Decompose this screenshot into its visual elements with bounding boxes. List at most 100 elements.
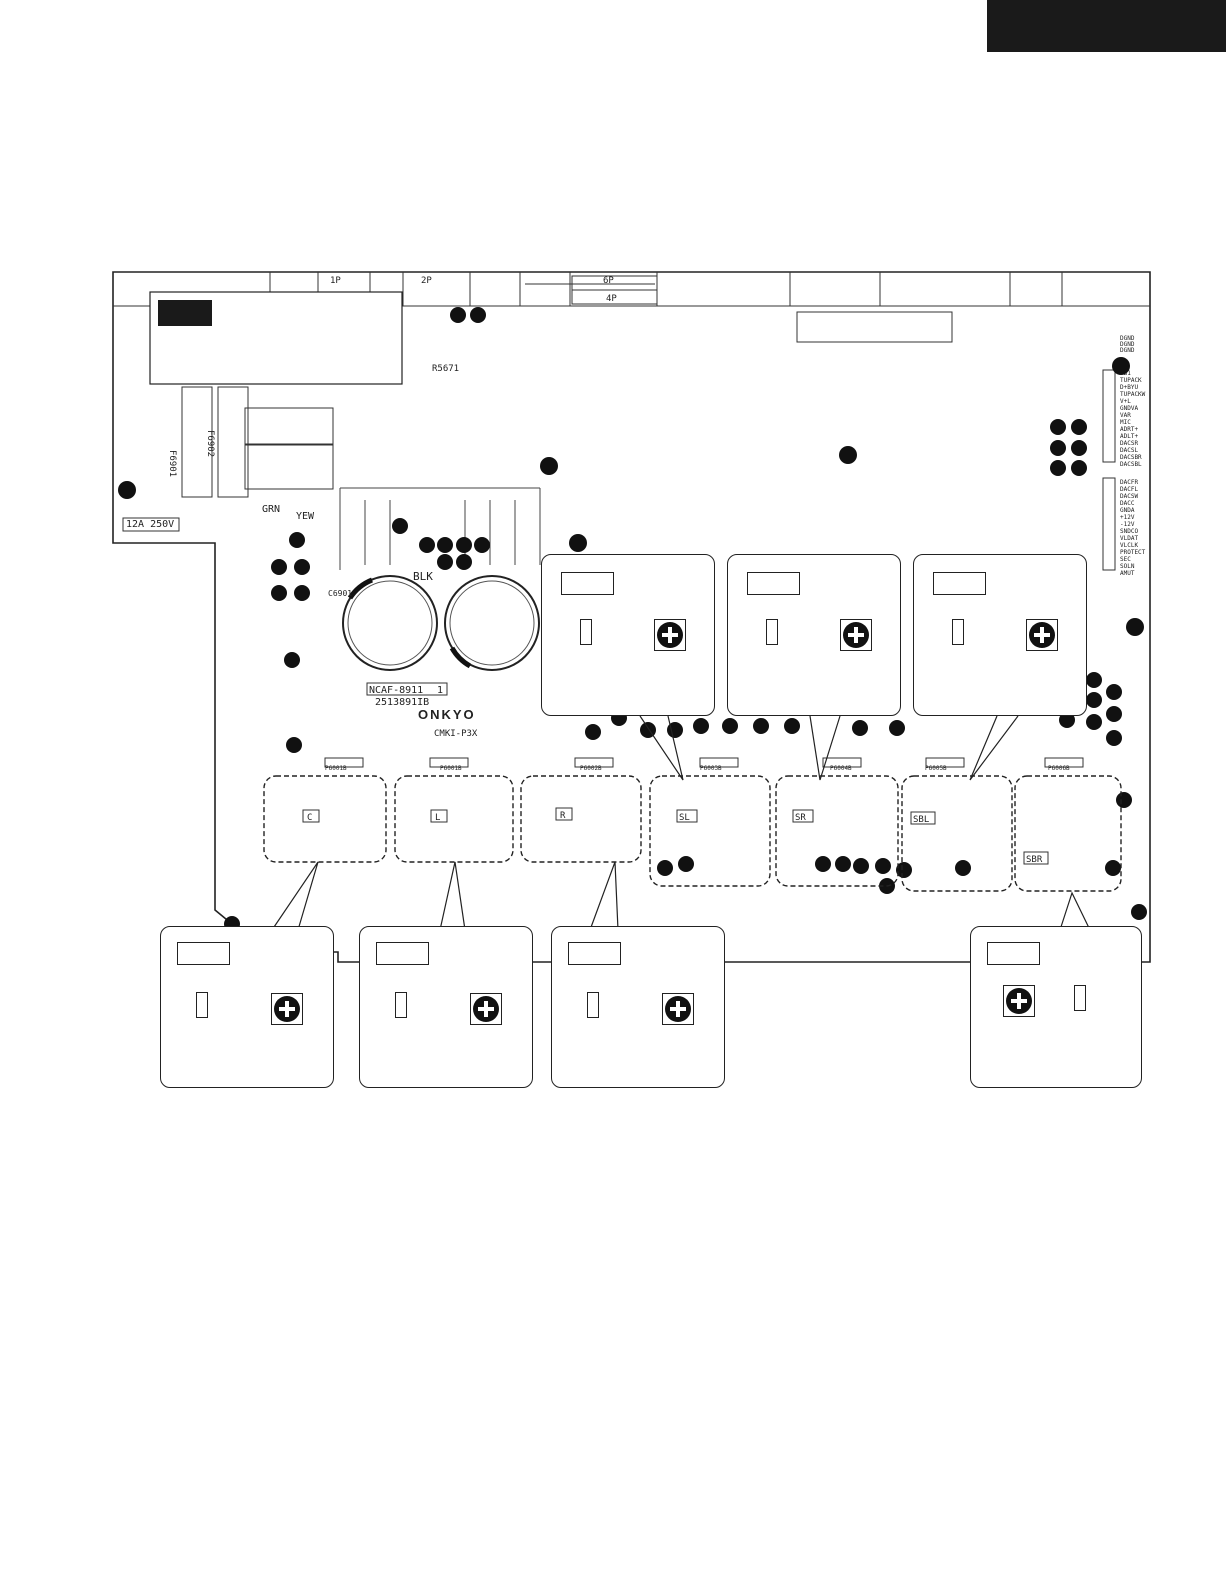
svg-text:MIC: MIC [1120,419,1131,426]
callout-label-box [568,942,621,965]
svg-text:P6001B: P6001B [325,765,347,772]
svg-text:+12V: +12V [1120,514,1135,521]
trimmer-pot-icon [470,993,502,1025]
svg-text:P6006B: P6006B [1048,765,1070,772]
svg-text:DACC: DACC [1120,500,1135,507]
callout-label-box [376,942,429,965]
callout-label-box [747,572,800,595]
page-corner-tab [987,0,1226,52]
svg-text:AMUT: AMUT [1120,570,1135,577]
part-label-r5671: R5671 [432,364,459,374]
part-number: 2513891IB [375,697,429,708]
svg-text:V+L: V+L [1120,398,1131,405]
fuse-rating: 12A 250V [126,519,174,530]
cert-mark: CMKI-P3X [434,729,478,739]
callout-label-box [177,942,230,965]
svg-text:VLDAT: VLDAT [1120,535,1138,542]
connector-right-upper [1102,369,1116,463]
svg-text:DACFR: DACFR [1120,479,1138,486]
part-label-c6902: C6901 [328,589,352,598]
wire-label-grn: GRN [262,504,280,515]
svg-text:-12V: -12V [1120,521,1135,528]
svg-text:P6005B: P6005B [925,765,947,772]
connector-2pin-icon [587,992,599,1018]
svg-text:DGND: DGND [1120,335,1135,342]
svg-text:SOLN: SOLN [1120,563,1135,570]
fuse-holder-f6901 [181,386,213,498]
svg-text:ADRT+: ADRT+ [1120,426,1138,433]
brand-logo: ONKYO [418,707,476,722]
connector-label-4p: 4P [606,294,617,304]
trimmer-pot-icon [271,993,303,1025]
channel-modules [263,775,1122,892]
svg-text:DACSL: DACSL [1120,447,1138,454]
channel-label-c: C [307,813,312,823]
trimmer-pot-icon [1003,985,1035,1017]
callout-bottom-1 [160,926,334,1088]
relay-rl6902 [244,407,334,445]
callout-bottom-3 [551,926,725,1088]
svg-text:P6004B: P6004B [830,765,852,772]
connector-label-6p: 6P [603,276,614,286]
svg-text:VLCLK: VLCLK [1120,542,1138,549]
callout-pointers [271,715,1091,931]
svg-text:VAR: VAR [1120,412,1131,419]
channel-label-sr: SR [795,813,806,823]
part-label-f6901: F6901 [167,450,177,477]
svg-text:DACSBL: DACSBL [1120,461,1142,468]
connector-label-1p: 1P [330,276,341,286]
svg-text:DGND: DGND [1120,341,1135,348]
trimmer-pot-icon [662,993,694,1025]
svg-text:DACSW: DACSW [1120,493,1138,500]
top-left-black-label [158,300,212,326]
capacitor-c6902 [342,575,438,671]
callout-top-2 [727,554,901,716]
connector-2pin-icon [196,992,208,1018]
part-label-f6902: F6902 [205,430,215,457]
svg-text:PROTECT: PROTECT [1120,549,1146,556]
svg-text:P6003B: P6003B [700,765,722,772]
svg-text:SEC: SEC [1120,556,1131,563]
relay-rl6901 [244,444,334,490]
connector-2pin-icon [1074,985,1086,1011]
trimmer-pot-icon [1026,619,1058,651]
svg-text:P6002B: P6002B [580,765,602,772]
solder-pads [118,307,1147,948]
callout-top-1 [541,554,715,716]
svg-text:GNDA: GNDA [1120,507,1135,514]
svg-text:P6001B: P6001B [440,765,462,772]
wire-label-yew: YEW [296,511,315,522]
svg-text:ADLT+: ADLT+ [1120,433,1138,440]
connector-2pin-icon [952,619,964,645]
channel-label-sbr: SBR [1026,855,1043,865]
trimmer-pot-icon [654,619,686,651]
svg-text:DGND: DGND [1120,347,1135,354]
connector-2pin-icon [766,619,778,645]
trimmer-pot-icon [840,619,872,651]
channel-label-r: R [560,811,566,821]
svg-text:TUPACK: TUPACK [1120,377,1142,384]
callout-bottom-2 [359,926,533,1088]
connector-label-2p: 2P [421,276,432,286]
svg-text:DACFL: DACFL [1120,486,1138,493]
wire-label-blk: BLK [413,570,433,583]
connector-2pin-icon [395,992,407,1018]
bar-component [796,311,953,343]
model-suffix: 1 [437,685,443,696]
channel-label-l: L [435,813,440,823]
capacitor-c6901 [444,575,540,671]
callout-bottom-4 [970,926,1142,1088]
channel-part-labels: P6001B P6001B P6002B P6003B P6004B P6005… [325,765,1070,772]
callout-top-3 [913,554,1087,716]
svg-text:DACSBR: DACSBR [1120,454,1142,461]
model-code: NCAF-8911 [369,685,423,696]
callout-label-box [987,942,1040,965]
channel-labels: C L R SL SR SBL SBR [302,807,1049,865]
svg-text:DACSR: DACSR [1120,440,1138,447]
svg-text:GNDVA: GNDVA [1120,405,1138,412]
fuse-holder-f6902 [217,386,249,498]
svg-text:SNDCO: SNDCO [1120,528,1138,535]
callout-label-box [933,572,986,595]
channel-label-sl: SL [679,813,690,823]
callout-label-box [561,572,614,595]
